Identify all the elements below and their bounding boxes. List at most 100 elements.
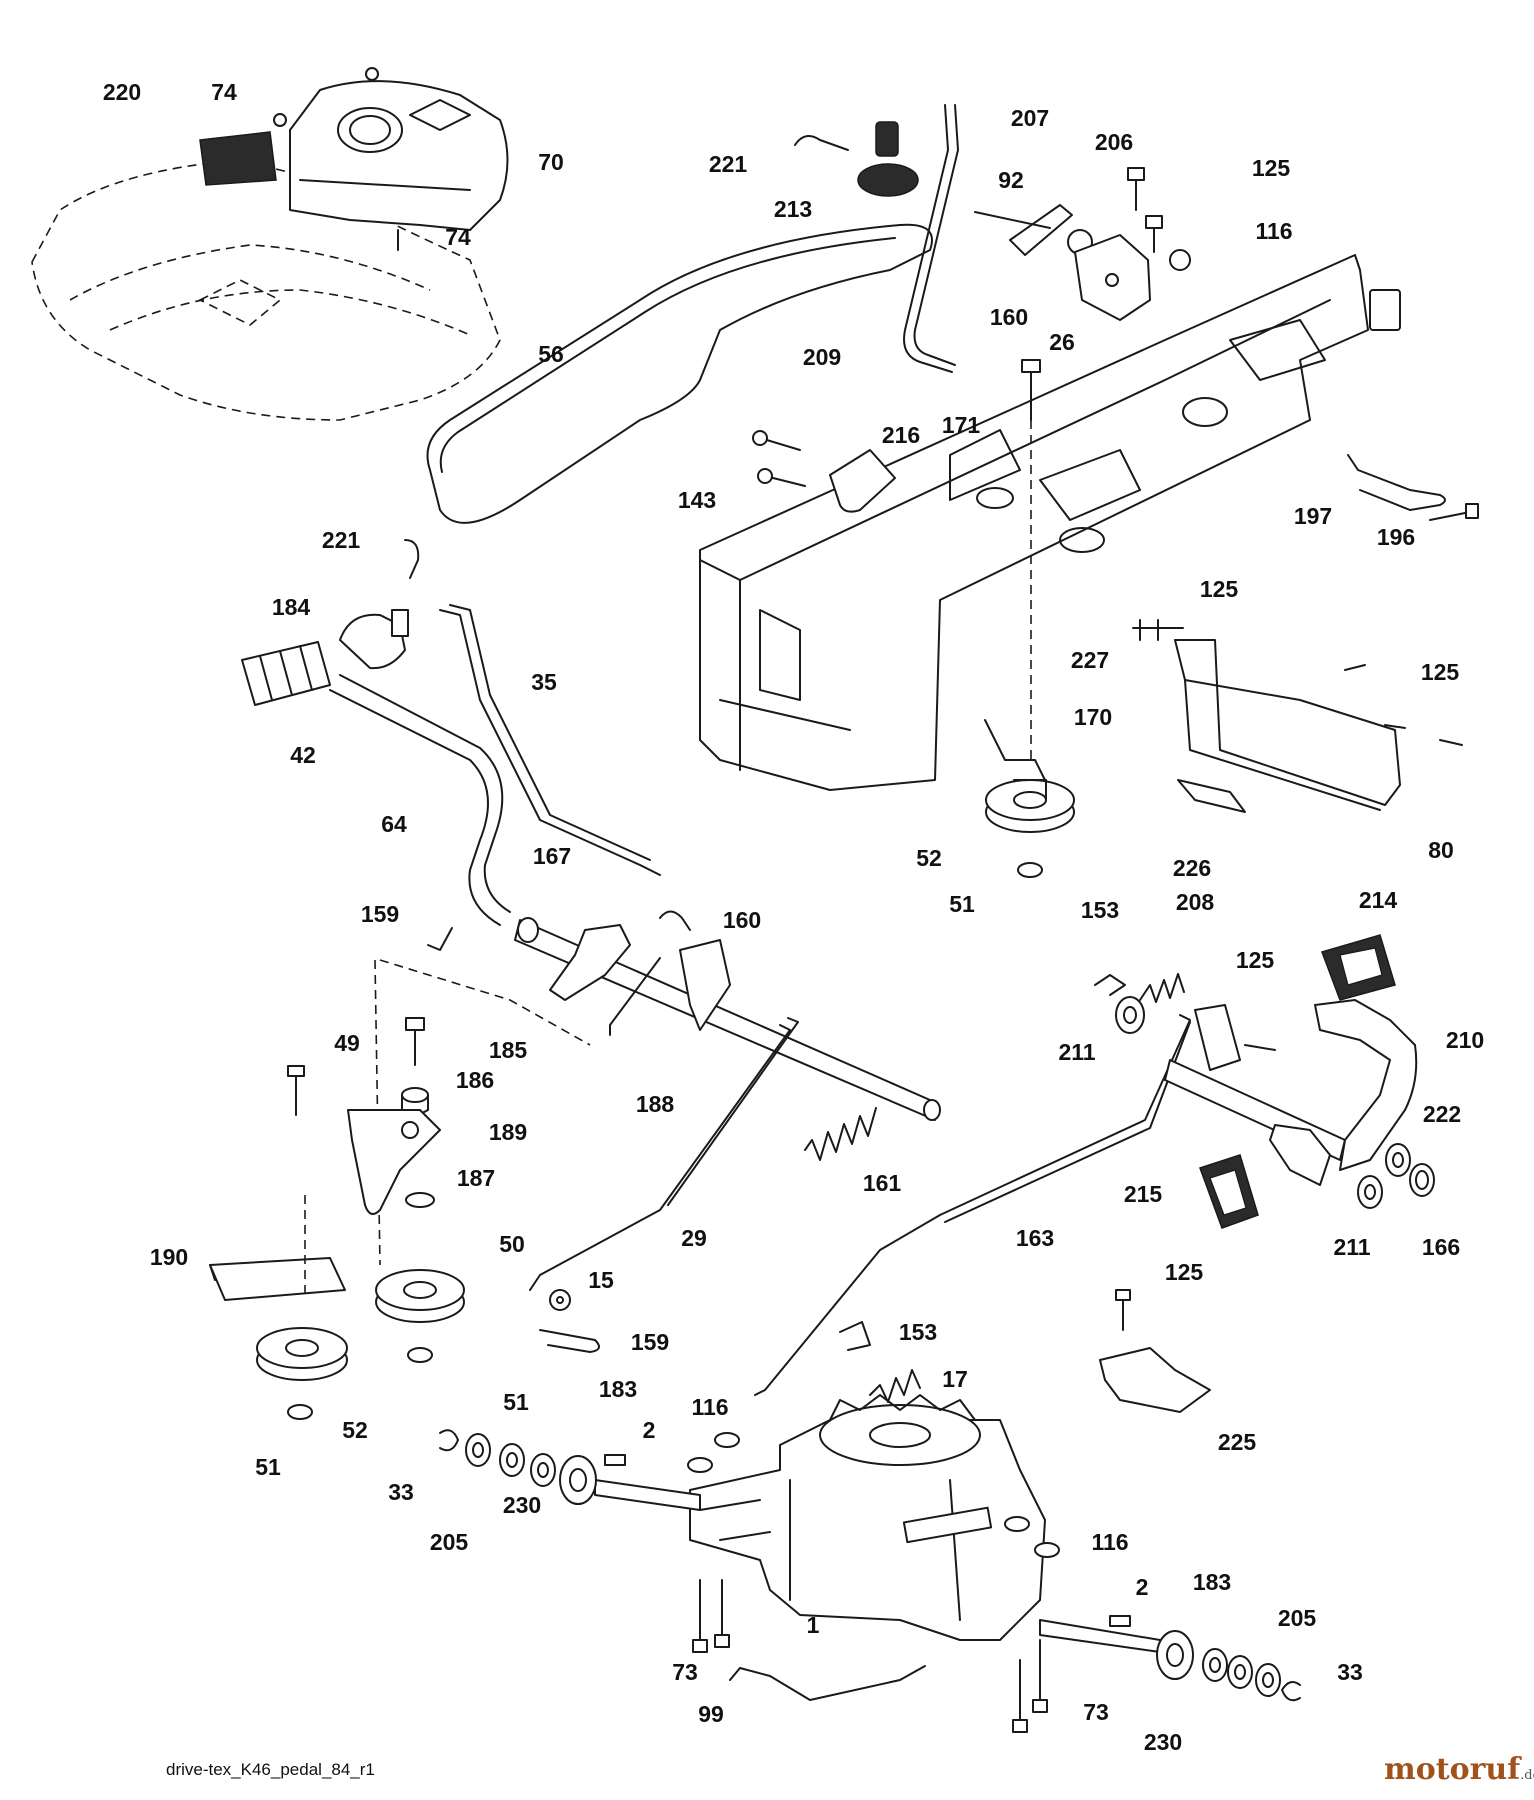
callout-160: 160 bbox=[990, 304, 1028, 330]
callout-183: 183 bbox=[1193, 1569, 1231, 1595]
callout-188: 188 bbox=[636, 1091, 675, 1117]
arm-167 bbox=[549, 924, 631, 1001]
bracket-207 bbox=[974, 204, 1093, 256]
pedal-pad-215 bbox=[1199, 1154, 1259, 1229]
callout-227: 227 bbox=[1071, 647, 1109, 673]
shift-lever-35 bbox=[439, 604, 661, 876]
pin-159-bottom bbox=[539, 1329, 600, 1353]
callout-116: 116 bbox=[691, 1394, 728, 1420]
callout-74: 74 bbox=[211, 79, 237, 105]
callout-159: 159 bbox=[631, 1329, 669, 1355]
pulley-52-right bbox=[985, 779, 1075, 833]
decal-220 bbox=[199, 131, 277, 186]
bolts-125-top bbox=[1127, 167, 1191, 271]
washer-187 bbox=[405, 1192, 435, 1208]
callout-17: 17 bbox=[942, 1366, 968, 1392]
callout-207: 207 bbox=[1011, 105, 1049, 131]
pin-159-top bbox=[427, 927, 453, 951]
callout-186: 186 bbox=[456, 1067, 494, 1093]
spring-17 bbox=[869, 1369, 921, 1403]
pedal-arm-210 bbox=[1314, 999, 1418, 1171]
callout-185: 185 bbox=[489, 1037, 528, 1063]
hairpin-221-mid bbox=[404, 539, 420, 579]
callout-49: 49 bbox=[334, 1030, 360, 1056]
drawing-file-label: drive-tex_K46_pedal_84_r1 bbox=[166, 1760, 375, 1779]
callout-213: 213 bbox=[774, 196, 812, 222]
callout-197: 197 bbox=[1294, 503, 1332, 529]
callout-160: 160 bbox=[723, 907, 761, 933]
washers-222-166 bbox=[1385, 1143, 1435, 1197]
bolt-125-mid bbox=[1115, 1289, 1131, 1331]
callout-230: 230 bbox=[1144, 1729, 1182, 1755]
callout-221: 221 bbox=[709, 151, 748, 177]
idler-arm-189 bbox=[347, 1109, 441, 1215]
callout-184: 184 bbox=[272, 594, 311, 620]
spring-208 bbox=[1139, 973, 1185, 1003]
rod-99 bbox=[729, 1665, 926, 1701]
callout-205: 205 bbox=[430, 1529, 469, 1555]
callout-116: 116 bbox=[1091, 1529, 1128, 1555]
callout-222: 222 bbox=[1423, 1101, 1461, 1127]
callout-125: 125 bbox=[1236, 947, 1275, 973]
clips-33 bbox=[439, 1429, 1301, 1702]
callout-1: 1 bbox=[807, 1612, 820, 1638]
callout-171: 171 bbox=[942, 412, 981, 438]
watermark-logo: motoruf.de bbox=[1384, 1752, 1534, 1787]
callout-125: 125 bbox=[1252, 155, 1291, 181]
callout-125: 125 bbox=[1165, 1259, 1204, 1285]
transaxle bbox=[689, 1394, 1046, 1641]
callout-26: 26 bbox=[1049, 329, 1075, 355]
bolt-171 bbox=[1021, 359, 1041, 421]
callout-92: 92 bbox=[998, 167, 1024, 193]
callout-2: 2 bbox=[643, 1417, 656, 1443]
callout-211: 211 bbox=[1333, 1234, 1370, 1260]
bracket-225 bbox=[1099, 1347, 1211, 1413]
watermark-suffix: .de bbox=[1520, 1768, 1534, 1783]
callout-73: 73 bbox=[672, 1659, 698, 1685]
brake-shaft bbox=[1164, 1004, 1346, 1161]
callout-220: 220 bbox=[103, 79, 141, 105]
bolt-49 bbox=[287, 1065, 305, 1116]
callout-230: 230 bbox=[503, 1492, 541, 1518]
bolt-196 bbox=[1429, 503, 1479, 521]
callout-196: 196 bbox=[1377, 524, 1415, 550]
bracket-206 bbox=[1074, 234, 1151, 321]
knob-213 bbox=[857, 121, 919, 197]
callout-159: 159 bbox=[361, 901, 399, 927]
bracket-226 bbox=[1177, 779, 1246, 813]
bracket-216 bbox=[829, 449, 896, 513]
drive-belt bbox=[426, 223, 933, 524]
shift-rod bbox=[903, 104, 959, 373]
bracket-188 bbox=[609, 939, 731, 1036]
callout-51: 51 bbox=[503, 1389, 529, 1415]
keys-2 bbox=[604, 1454, 1131, 1627]
callout-42: 42 bbox=[290, 742, 316, 768]
callout-50: 50 bbox=[499, 1231, 525, 1257]
idler-arm-170 bbox=[984, 719, 1046, 781]
bolts-125-227 bbox=[1132, 619, 1463, 746]
nut-51-left bbox=[287, 1404, 313, 1420]
watermark-name: motoruf bbox=[1384, 1752, 1521, 1787]
callout-208: 208 bbox=[1176, 889, 1215, 915]
callout-33: 33 bbox=[1337, 1659, 1363, 1685]
bolt-185 bbox=[405, 1017, 425, 1066]
callout-215: 215 bbox=[1124, 1181, 1163, 1207]
washer-15 bbox=[549, 1289, 571, 1311]
callout-74: 74 bbox=[445, 224, 471, 250]
callout-51: 51 bbox=[255, 1454, 281, 1480]
callout-214: 214 bbox=[1359, 887, 1398, 913]
nut-51-mid bbox=[407, 1347, 433, 1363]
dashboard-console bbox=[289, 80, 509, 231]
bracket-190 bbox=[209, 1257, 346, 1301]
tow-pin-197 bbox=[1347, 454, 1446, 511]
callout-216: 216 bbox=[882, 422, 920, 448]
callout-116: 116 bbox=[1255, 218, 1292, 244]
hairpin-221-top bbox=[794, 135, 849, 151]
handle-184 bbox=[339, 609, 409, 670]
clip-153-top bbox=[1094, 974, 1126, 996]
callout-190: 190 bbox=[150, 1244, 188, 1270]
clip-160 bbox=[659, 910, 691, 931]
right-axle bbox=[1039, 1619, 1161, 1653]
bolts-73 bbox=[692, 1579, 1048, 1733]
